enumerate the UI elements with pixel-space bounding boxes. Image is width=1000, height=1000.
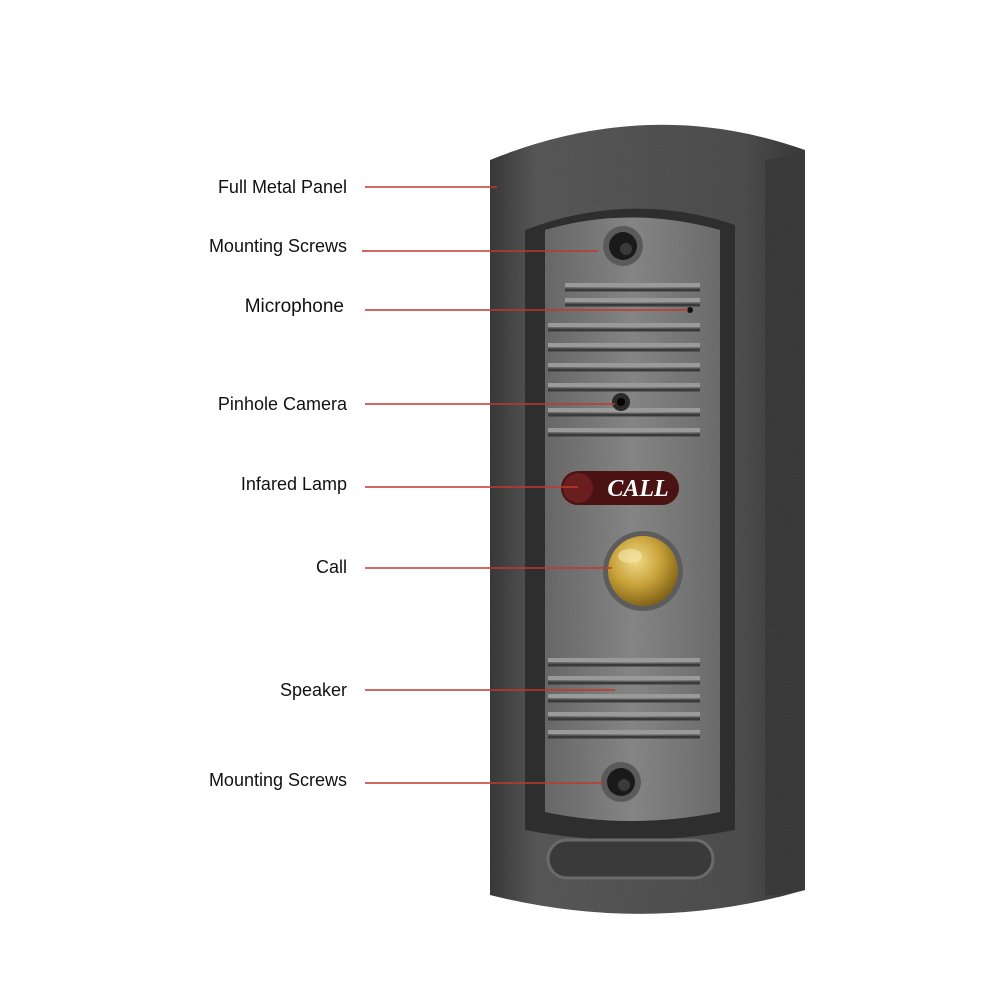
label-full-metal-panel: Full Metal Panel [217,177,347,197]
panel-slot [546,838,715,880]
speaker-grille-shadows [548,663,700,739]
panel-side [765,150,805,896]
pinhole-camera [612,393,630,411]
label-pinhole-camera: Pinhole Camera [217,394,347,414]
call-badge-text: CALL [607,476,668,502]
call-badge [561,471,679,505]
label-microphone: Microphone [244,296,344,317]
label-infared-lamp: Infared Lamp [240,474,347,494]
speaker-grille [548,658,700,734]
top-grille-shadows [548,288,700,437]
call-button-shape [603,531,683,611]
mounting-screw-bottom [601,762,641,802]
mounting-screw-top [603,226,643,266]
leader-lines [362,186,688,784]
label-mounting-screws-bottom: Mounting Screws [208,770,347,790]
faceplate [545,217,720,821]
label-mounting-screws-top: Mounting Screws [208,236,347,256]
label-speaker: Speaker [279,680,347,700]
label-call: Call [315,557,347,577]
microphone-hole [687,307,693,313]
